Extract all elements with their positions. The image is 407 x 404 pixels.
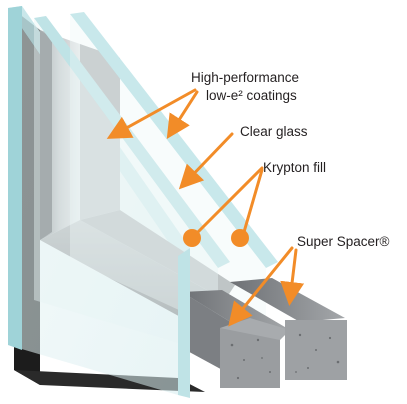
krypton-fill-label: Krypton fill <box>263 160 326 175</box>
spacer-left <box>182 290 290 388</box>
spacer-texture <box>230 333 340 380</box>
clear-glass-label: Clear glass <box>240 124 308 139</box>
coatings-label-line1: High-performance <box>191 70 299 85</box>
super-spacer-label: Super Spacer® <box>297 234 390 249</box>
callout-arrows <box>106 88 305 327</box>
middle-glass-pane <box>34 16 230 355</box>
krypton-marker-2 <box>231 229 249 247</box>
krypton-marker-1 <box>183 229 201 247</box>
glass-edge-front <box>178 248 190 398</box>
coatings-label-line2: low-e² coatings <box>206 88 297 103</box>
